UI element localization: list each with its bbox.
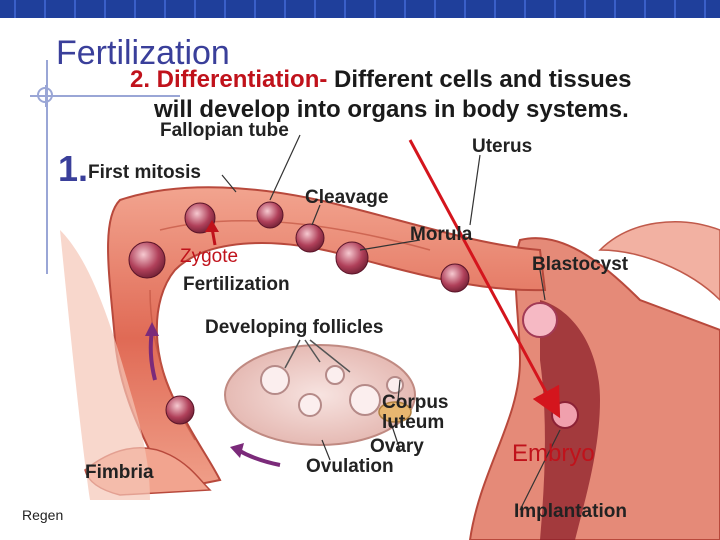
- direction-arrow-2: [236, 448, 281, 467]
- direction-arrow-head-2: [230, 443, 244, 458]
- cell-morula: [335, 241, 369, 275]
- step-one-number: 1.: [58, 148, 89, 189]
- label-morula: Morula: [410, 224, 473, 245]
- label-fimbria: Fimbria: [85, 462, 154, 483]
- follicle-5: [386, 376, 404, 394]
- label-luteum: luteum: [382, 412, 444, 433]
- label-embryo: Embryo: [512, 440, 595, 467]
- zygote-arrow-head: [205, 220, 219, 232]
- uterus-outer: [598, 221, 720, 302]
- label-first-mitosis: First mitosis: [88, 162, 201, 183]
- cell-morula-2: [440, 263, 470, 293]
- label-fertilization: Fertilization: [183, 274, 290, 295]
- follicle-arrows: [284, 339, 351, 373]
- top-banner: [0, 0, 720, 18]
- follicle-3: [325, 365, 345, 385]
- pointer-lines: [221, 134, 561, 511]
- embryo-arrow: [408, 139, 561, 419]
- differentiation-text-2: will develop into organs in body systems…: [154, 96, 629, 123]
- cell-first-mitosis: [256, 201, 284, 229]
- follicle-4: [349, 384, 381, 416]
- label-implantation: Implantation: [514, 501, 627, 522]
- cell-blastocyst: [522, 302, 558, 338]
- label-corpus: Corpus: [382, 392, 449, 413]
- differentiation-line-1: 2. Differentiation- Different cells and …: [130, 66, 631, 94]
- label-ovulation: Ovulation: [306, 456, 394, 477]
- label-uterus: Uterus: [472, 136, 532, 157]
- label-cleavage: Cleavage: [305, 187, 388, 208]
- follicle-2: [298, 393, 322, 417]
- label-blastocyst: Blastocyst: [532, 254, 629, 275]
- differentiation-text-1: Different cells and tissues: [327, 66, 632, 93]
- decorative-vertical-line: [46, 60, 48, 274]
- differentiation-heading: 2. Differentiation-: [130, 66, 328, 93]
- label-ovary: Ovary: [370, 436, 424, 457]
- ligament: [60, 230, 150, 500]
- label-zygote: Zygote: [180, 246, 238, 267]
- slide-title: Fertilization: [56, 34, 230, 72]
- cell-embryo: [551, 401, 579, 429]
- cell-fertilization: [128, 241, 166, 279]
- label-fallopian-tube: Fallopian tube: [160, 120, 289, 141]
- cell-cleavage: [295, 223, 325, 253]
- cell-zygote: [184, 202, 216, 234]
- footer-text: Regen: [22, 507, 64, 523]
- corpus-luteum-shape: [378, 401, 412, 423]
- crosshair-icon: [35, 85, 57, 107]
- cell-ovulated: [165, 395, 195, 425]
- direction-arrow-head-1: [145, 322, 159, 336]
- follicle-1: [260, 365, 290, 395]
- decorative-horizontal-line: [30, 95, 180, 97]
- label-developing-follicles: Developing follicles: [205, 317, 383, 338]
